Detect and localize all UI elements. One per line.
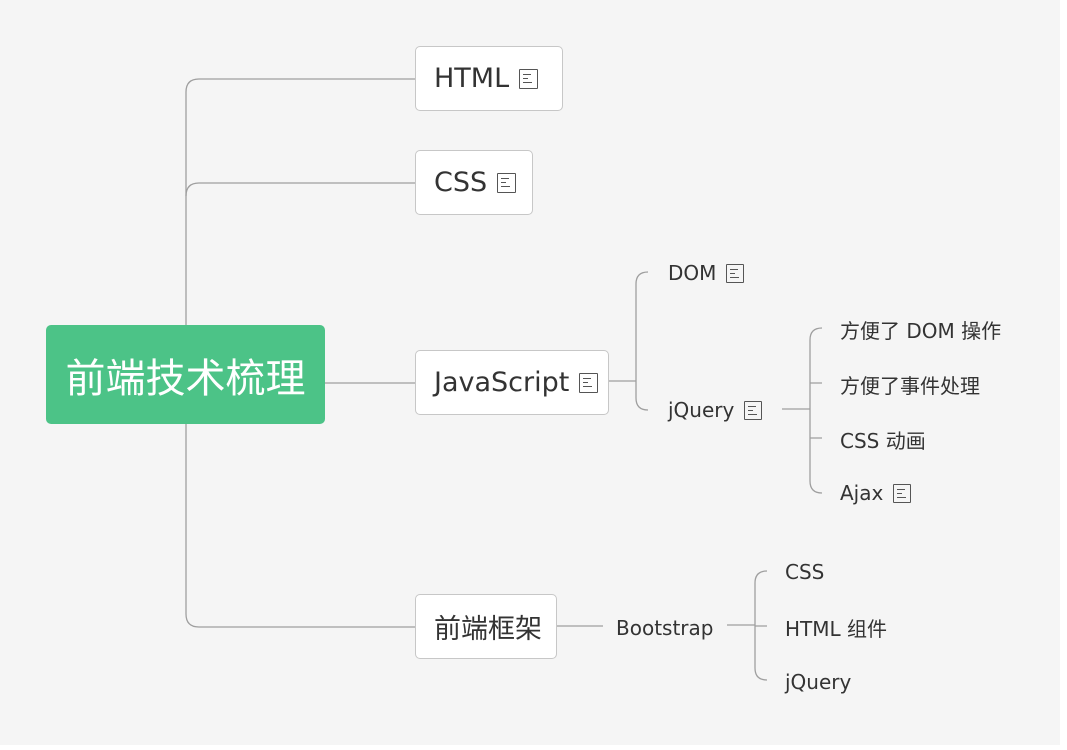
subtopic-event-handling-label: 方便了事件处理 [840, 373, 980, 398]
root-topic-label: 前端技术梳理 [65, 355, 306, 402]
note-icon[interactable] [579, 372, 599, 393]
topic-javascript-label: JavaScript [434, 367, 570, 398]
subtopic-ajax-label: Ajax [840, 481, 884, 505]
connector-root-html [185, 78, 416, 325]
subtopic-bootstrap-jquery-label: jQuery [785, 670, 852, 694]
topic-css[interactable]: CSS [415, 150, 533, 215]
subtopic-bootstrap-label: Bootstrap [616, 616, 714, 640]
note-icon[interactable] [519, 68, 539, 89]
subtopic-bootstrap-css-label: CSS [785, 560, 825, 584]
connector-root-framework [185, 424, 416, 628]
subtopic-jquery-label: jQuery [668, 398, 735, 422]
subtopic-dom-label: DOM [668, 261, 717, 285]
connector-root-css [185, 182, 416, 197]
subtopic-bootstrap-jquery[interactable]: jQuery [785, 667, 851, 697]
note-icon[interactable] [744, 400, 763, 420]
root-topic[interactable]: 前端技术梳理 [46, 325, 325, 424]
topic-frontend-framework-label: 前端框架 [434, 614, 542, 645]
subtopic-jquery[interactable]: jQuery [668, 395, 763, 425]
subtopic-bootstrap[interactable]: Bootstrap [616, 613, 713, 643]
subtopic-event-handling[interactable]: 方便了事件处理 [840, 369, 980, 399]
note-icon[interactable] [497, 172, 517, 193]
subtopic-css-animation[interactable]: CSS 动画 [840, 424, 926, 454]
topic-css-label: CSS [434, 167, 488, 198]
subtopic-html-components-label: HTML 组件 [785, 616, 888, 641]
subtopic-bootstrap-css[interactable]: CSS [785, 557, 824, 587]
topic-javascript[interactable]: JavaScript [415, 350, 609, 415]
connector-bootstrap-children [727, 570, 768, 681]
subtopic-dom-manipulation-label: 方便了 DOM 操作 [840, 318, 1002, 343]
topic-frontend-framework[interactable]: 前端框架 [415, 594, 557, 659]
subtopic-dom[interactable]: DOM [668, 258, 745, 288]
subtopic-ajax[interactable]: Ajax [840, 478, 912, 508]
subtopic-css-animation-label: CSS 动画 [840, 428, 926, 453]
connector-javascript-children [608, 271, 649, 411]
subtopic-dom-manipulation[interactable]: 方便了 DOM 操作 [840, 314, 1001, 344]
topic-html[interactable]: HTML [415, 46, 563, 111]
topic-html-label: HTML [434, 63, 510, 94]
connector-jquery-children [782, 327, 823, 494]
subtopic-html-components[interactable]: HTML 组件 [785, 612, 887, 642]
note-icon[interactable] [893, 483, 912, 503]
note-icon[interactable] [726, 263, 745, 283]
